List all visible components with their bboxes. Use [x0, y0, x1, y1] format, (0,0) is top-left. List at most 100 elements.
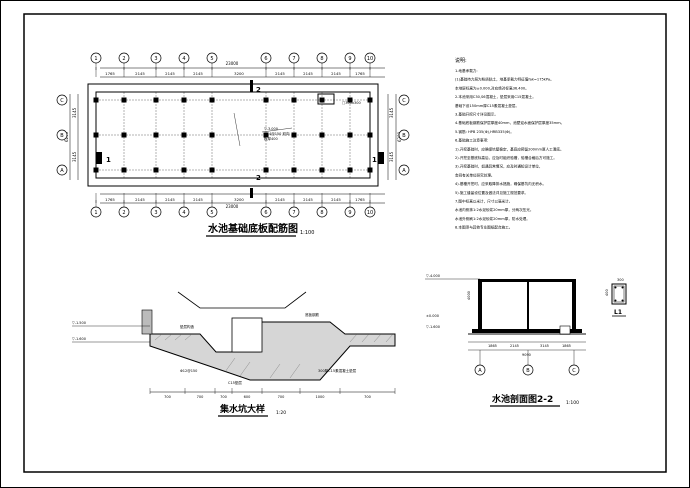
- notes-line: 3.基础开挖尺寸详见图示。: [455, 112, 498, 117]
- plan-column: [291, 132, 297, 138]
- plan-column: [153, 97, 159, 103]
- detail-hatch: [154, 333, 394, 379]
- plan-column: [367, 132, 373, 138]
- bottom-axis-label: 4: [182, 210, 185, 216]
- top-dim-4: 2145: [193, 71, 203, 76]
- beam-height: 400: [605, 289, 609, 296]
- notes-line: 7.图中标高以米计，尺寸以毫米计。: [455, 199, 512, 204]
- row-axis-bubble: [56, 94, 68, 106]
- beam-l1-detail: 300 400 L1: [605, 278, 627, 317]
- bottom-axis-label: 7: [292, 210, 295, 216]
- row-axis-bubble: [56, 164, 68, 176]
- plan-column: [153, 132, 159, 138]
- left-dim-1: 3145: [72, 107, 77, 118]
- section-axis-label: A: [478, 368, 482, 374]
- beam-width: 300: [617, 278, 624, 282]
- row-axis-label: A: [402, 168, 406, 174]
- top-axis-label: 3: [154, 56, 157, 62]
- top-axis-label: 5: [210, 56, 213, 62]
- detail-pit-inner: [231, 317, 263, 353]
- row-axis-label: A: [60, 168, 64, 174]
- section-label-top: ▽-4.000: [426, 274, 440, 278]
- plan-column: [291, 167, 297, 173]
- section-height-dim: 4000: [467, 291, 471, 300]
- bottom-dim-4: 2145: [193, 197, 203, 202]
- detail-label-3: 垫层构造: [180, 324, 194, 329]
- plan-column: [263, 97, 269, 103]
- row-axis-bubble: [398, 129, 410, 141]
- detail-dim: 700: [164, 395, 171, 399]
- bottom-dim-7: 2145: [303, 197, 313, 202]
- section-scale: 1:100: [566, 400, 579, 406]
- top-axis-label: 10: [367, 56, 373, 62]
- section-axis-bubble: [568, 364, 580, 376]
- beam-label: L1: [614, 309, 622, 316]
- row-axis-bubble: [398, 164, 410, 176]
- notes-line: 4).基槽开挖时，应采取降排水措施，确保基坑内无积水。: [455, 181, 546, 186]
- notes-line: 3).开挖基础时，如遇异常情况，应及时通知设计单位，: [455, 164, 543, 169]
- bottom-dim-2: 2145: [135, 197, 145, 202]
- section-axis-bubble: [474, 364, 486, 376]
- plan-column: [93, 167, 99, 173]
- notes-line: 会同有关单位研究处理。: [455, 172, 495, 177]
- plan-column: [367, 167, 373, 173]
- plan-scale: 1:100: [300, 230, 314, 236]
- plan-column: [319, 132, 325, 138]
- notes-line: 5.钢筋: HPB 235(Φ),HRB335(Φ)。: [455, 129, 514, 134]
- section-title: 水池剖面图2-2: [492, 393, 553, 405]
- callout-line-1: ▽-3.000: [264, 127, 278, 131]
- bottom-axis-bubble: [364, 206, 376, 218]
- plan-column: [319, 167, 325, 173]
- detail-label-2: ▽-1.600: [72, 337, 86, 341]
- notes-line: 2).开挖至基底标高后，应及时组织验槽，验槽合格后方可施工。: [455, 155, 557, 160]
- section-dim-4: 1865: [562, 344, 571, 348]
- top-axis-label: 7: [292, 56, 295, 62]
- top-axis-label: 8: [320, 56, 323, 62]
- notes-lines: 1.地基承载力: (1)基础持力层为粉质粘土，地基承载力特征值fak=175kP…: [455, 68, 564, 230]
- section-2-2: ▽-4.000 ±0.000 ▽-1.600 4000 1865 2145 31…: [425, 274, 586, 407]
- notes-heading: 说明:: [455, 57, 467, 64]
- bottom-dim-1: 1765: [105, 197, 115, 202]
- section-total: 9090: [522, 353, 531, 357]
- plan-column: [93, 132, 99, 138]
- bottom-axis-bubble: [316, 206, 328, 218]
- section-top-slab: [478, 279, 576, 282]
- plan-column: [181, 97, 187, 103]
- section-axis-label: C: [572, 368, 576, 374]
- section-right-wall: [572, 279, 576, 331]
- bottom-axis-label: 1: [94, 210, 97, 216]
- row-axis-bubble: [56, 129, 68, 141]
- row-axis-label: B: [60, 133, 64, 139]
- bottom-axis-bubble: [206, 206, 218, 218]
- notes-block: 说明: 1.地基承载力: (1)基础持力层为粉质粘土，地基承载力特征值fak=1…: [455, 57, 564, 230]
- plan-bottom-total: 23000: [226, 204, 239, 209]
- top-axis-label: 9: [348, 56, 351, 62]
- top-dim-8: 2145: [331, 71, 341, 76]
- notes-line: 1.地基承载力:: [455, 68, 478, 73]
- row-axis-label: C: [402, 98, 406, 104]
- plan-slab-outline: [87, 83, 379, 187]
- detail-scale: 1:20: [276, 410, 286, 416]
- notes-line: 8.本图须与其他专业图纸配合施工。: [455, 225, 512, 230]
- detail-dim: 600: [244, 395, 251, 399]
- section-label-mid: ±0.000: [426, 314, 439, 318]
- plan-column: [347, 132, 353, 138]
- plan-column: [209, 97, 215, 103]
- top-axis-bubble: [364, 52, 376, 64]
- row-axis-bubble: [398, 94, 410, 106]
- top-axis-bubble: [206, 52, 218, 64]
- detail-title: 集水坑大样: [219, 403, 265, 415]
- top-axis-bubble: [178, 52, 190, 64]
- top-axis-bubble: [150, 52, 162, 64]
- top-axis-bubble: [118, 52, 130, 64]
- plan-title: 水池基础底板配筋图: [207, 222, 298, 235]
- notes-line: 水池内侧抹1:2水泥砂浆20mm厚，分两次压光。: [455, 207, 533, 212]
- detail-slab: [149, 321, 396, 381]
- detail-wall-stub: [141, 309, 153, 335]
